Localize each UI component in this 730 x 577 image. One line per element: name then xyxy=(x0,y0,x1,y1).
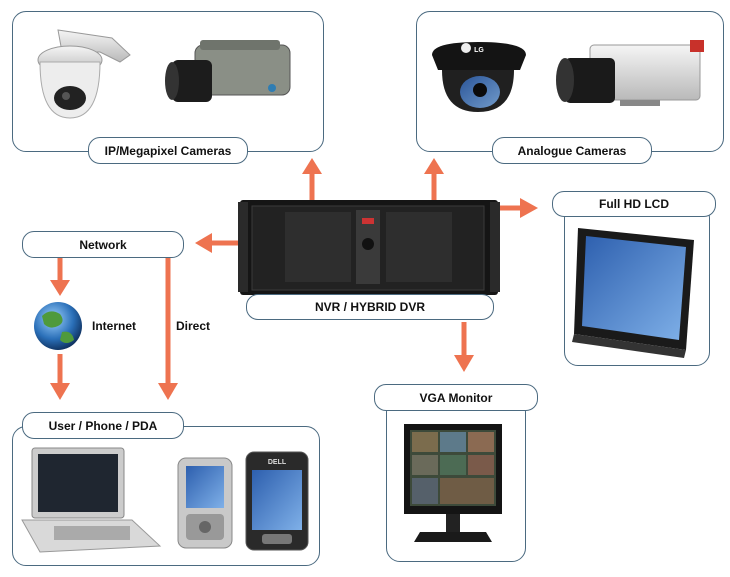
arrow-internet-to-user xyxy=(50,354,70,400)
ip-cameras-label: IP/Megapixel Cameras xyxy=(88,137,248,164)
lg-logo: LG xyxy=(474,47,484,54)
lcd-tv-icon xyxy=(572,228,694,358)
arrow-to-vga-monitor xyxy=(454,322,474,372)
nvr-label: NVR / HYBRID DVR xyxy=(246,294,494,320)
globe-icon xyxy=(34,302,82,350)
arrow-to-ip-cameras xyxy=(302,158,322,200)
arrows xyxy=(50,158,538,400)
arrow-network-to-internet xyxy=(50,258,70,296)
smartphone-icon xyxy=(177,457,233,549)
direct-label: Direct xyxy=(176,319,211,333)
network-label: Network xyxy=(22,231,184,258)
analogue-box-camera-icon xyxy=(556,40,704,106)
arrow-to-full-hd-lcd xyxy=(500,198,538,218)
internet-label: Internet xyxy=(92,319,137,333)
arrow-to-network xyxy=(195,233,238,253)
vga-monitor-label: VGA Monitor xyxy=(374,384,538,411)
ptz-dome-camera-icon xyxy=(37,29,131,119)
pda-icon: DELL xyxy=(245,451,309,551)
analogue-cameras-label: Analogue Cameras xyxy=(492,137,652,164)
ip-box-camera-icon xyxy=(165,40,291,102)
vga-monitor-icon xyxy=(404,424,502,542)
nvr-dvr-unit-icon xyxy=(238,200,500,295)
laptop-icon xyxy=(21,447,162,553)
lg-dome-camera-icon xyxy=(432,42,526,112)
arrow-direct-to-user xyxy=(158,258,178,400)
dell-logo: DELL xyxy=(268,459,287,466)
user-devices-label: User / Phone / PDA xyxy=(22,412,184,439)
full-hd-lcd-label: Full HD LCD xyxy=(552,191,716,217)
arrow-to-analogue-cameras xyxy=(424,158,444,200)
